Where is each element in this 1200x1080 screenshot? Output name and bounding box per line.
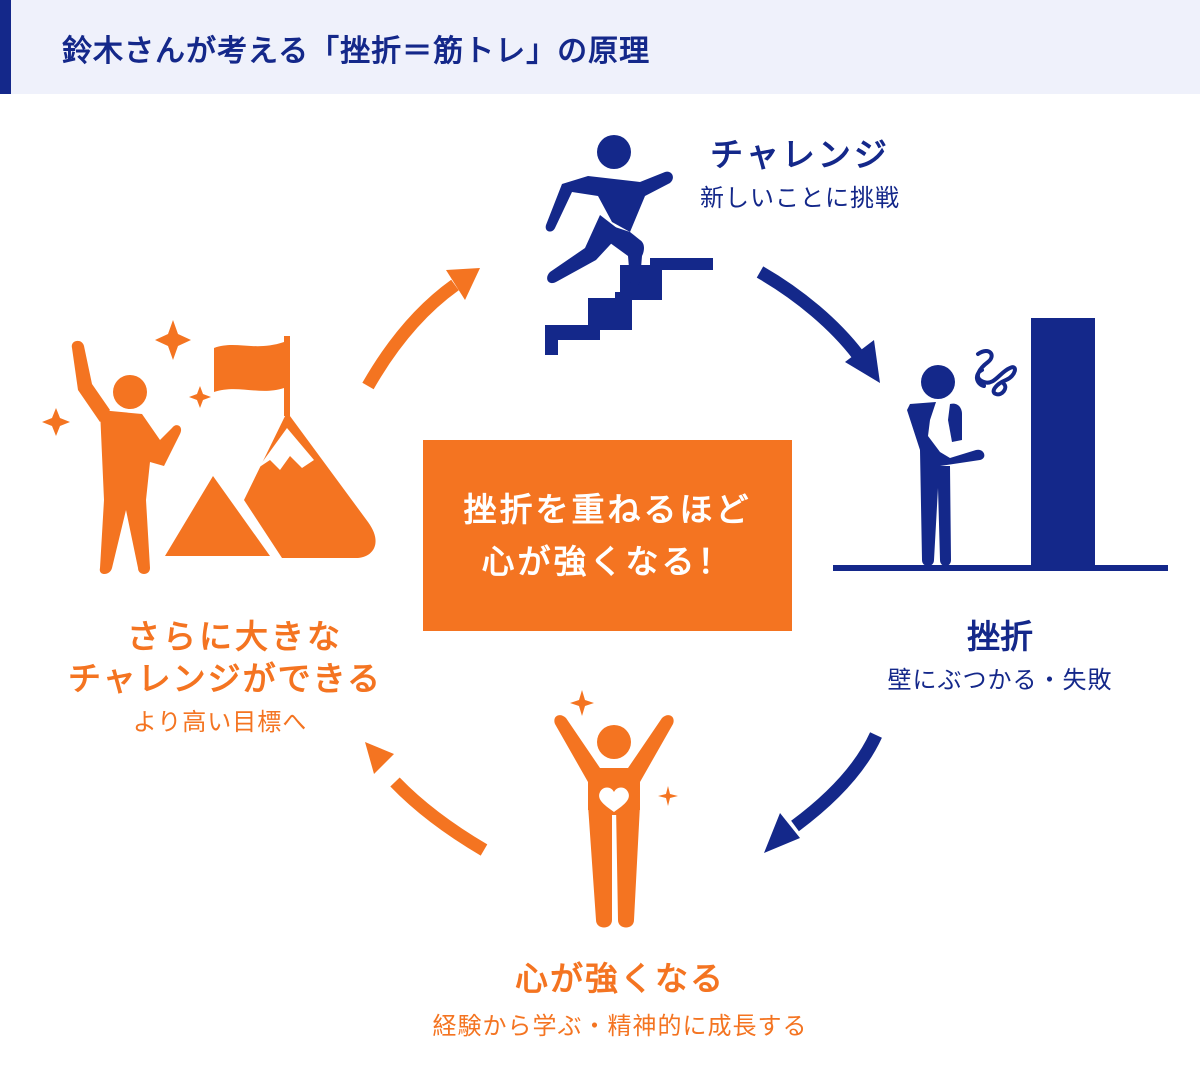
center-message-box: 挫折を重ねるほど 心が強くなる！ [423, 440, 792, 631]
header: 鈴木さんが考える「挫折＝筋トレ」の原理 [0, 0, 1200, 94]
center-message-line1: 挫折を重ねるほど [463, 489, 752, 529]
step-setback-subtitle: 壁にぶつかる・失敗 [887, 666, 1113, 694]
step-challenge-title: チャレンジ [710, 135, 890, 174]
step-challenge-subtitle: 新しいことに挑戦 [700, 184, 900, 212]
header-accent-bar [0, 0, 11, 94]
person-facing-wall-frustrated-icon [833, 318, 1168, 571]
step-bigger-title-line1: さらに大きな [127, 617, 343, 656]
step-stronger-subtitle: 経験から学ぶ・精神的に成長する [432, 1012, 808, 1040]
arrow-setback-to-stronger-icon [764, 732, 882, 853]
center-message-line2: 心が強くなる！ [481, 541, 734, 581]
arrow-challenge-to-setback-icon [756, 266, 880, 383]
person-arms-raised-heart-icon [554, 690, 678, 928]
person-climbing-stairs-icon [545, 135, 713, 355]
page-title: 鈴木さんが考える「挫折＝筋トレ」の原理 [62, 34, 651, 69]
step-bigger-subtitle: より高い目標へ [132, 708, 308, 736]
step-setback-title: 挫折 [967, 617, 1033, 656]
arrow-stronger-to-bigger-icon [365, 742, 488, 856]
arrow-bigger-to-challenge-icon [362, 268, 480, 390]
person-mountain-flag-icon [42, 320, 376, 574]
step-bigger-title-line2: チャレンジができる [67, 659, 382, 698]
step-stronger-title: 心が強くなる [515, 959, 725, 998]
